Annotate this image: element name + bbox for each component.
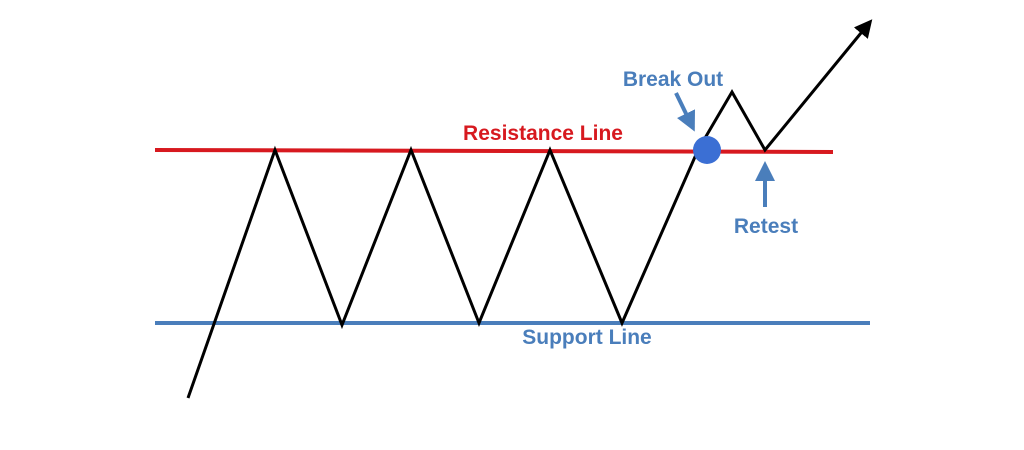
retest-label: Retest <box>734 215 798 238</box>
support-label: Support Line <box>522 326 652 349</box>
price-path <box>186 19 873 399</box>
breakout-marker <box>693 136 721 164</box>
resistance-line <box>154 148 834 154</box>
resistance-label: Resistance Line <box>463 122 623 145</box>
breakout-arrow <box>674 92 696 132</box>
breakout-label: Break Out <box>623 68 723 91</box>
